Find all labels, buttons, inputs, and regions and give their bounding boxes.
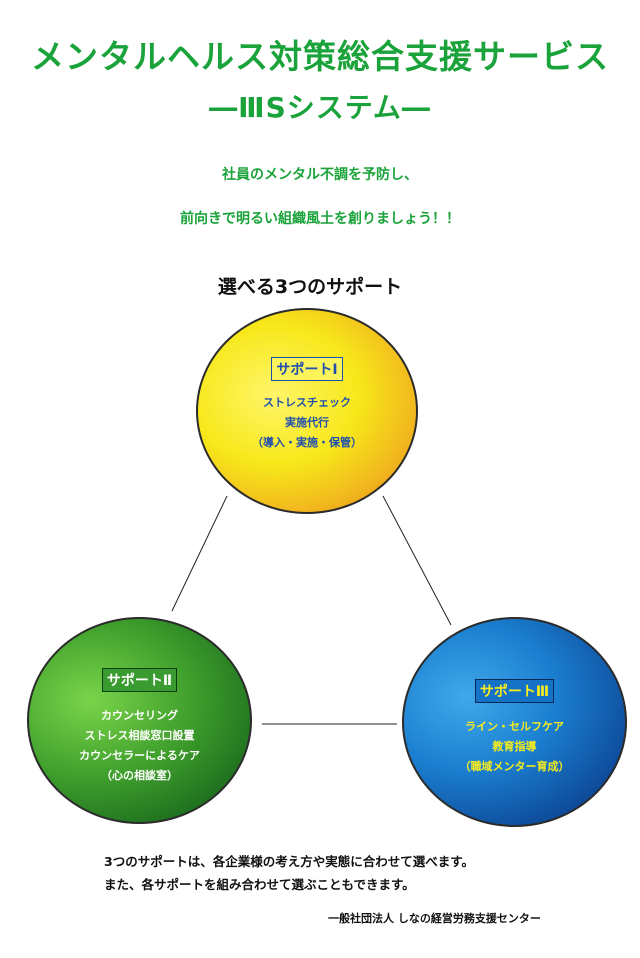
page-title: メンタルヘルス対策総合支援サービス xyxy=(31,37,609,76)
support-2-line: カウンセラーによるケア xyxy=(79,749,200,762)
footer-line-1: 3つのサポートは、各企業様の考え方や実態に合わせて選べます。 xyxy=(104,854,474,869)
support-3-label: サポートⅢ xyxy=(474,679,555,703)
connector-line-1-2 xyxy=(171,495,228,612)
support-2-line: ストレス相談窓口設置 xyxy=(84,729,195,742)
support-2-line: カウンセリング xyxy=(101,709,178,722)
support-1-line: ストレスチェック xyxy=(263,396,351,409)
organization-name: 一般社団法人 しなの経営労務支援センター xyxy=(328,912,541,925)
footer-text: 3つのサポートは、各企業様の考え方や実態に合わせて選べます。 また、各サポートを… xyxy=(104,850,474,896)
support-1-line: 実施代行 xyxy=(285,416,329,429)
support-3-circle: サポートⅢ ライン・セルフケア 教育指導 （職域メンター育成） xyxy=(402,617,627,827)
support-2-label: サポートⅡ xyxy=(101,668,178,692)
support-3-description: ライン・セルフケア 教育指導 （職域メンター育成） xyxy=(404,717,625,777)
support-2-line: （心の相談室） xyxy=(101,769,178,782)
support-1-label: サポートⅠ xyxy=(271,357,343,381)
support-2-description: カウンセリング ストレス相談窓口設置 カウンセラーによるケア （心の相談室） xyxy=(29,706,250,786)
support-3-line: 教育指導 xyxy=(492,740,537,753)
support-2-circle: サポートⅡ カウンセリング ストレス相談窓口設置 カウンセラーによるケア （心の… xyxy=(27,617,252,824)
support-1-circle: サポートⅠ ストレスチェック 実施代行 （導入・実施・保管） xyxy=(196,308,418,514)
support-1-description: ストレスチェック 実施代行 （導入・実施・保管） xyxy=(198,393,416,453)
footer-line-2: また、各サポートを組み合わせて選ぶこともできます。 xyxy=(104,877,415,892)
slogan-line-2: 前向きで明るい組織風土を創りましょう！！ xyxy=(180,211,460,227)
connector-line-1-3 xyxy=(382,495,452,626)
page-subtitle: ―ⅢSシステム― xyxy=(209,91,431,124)
support-3-line: ライン・セルフケア xyxy=(465,720,564,733)
section-heading: 選べる3つのサポート xyxy=(217,276,403,298)
support-1-line: （導入・実施・保管） xyxy=(252,436,362,449)
support-3-line: （職域メンター育成） xyxy=(459,760,570,773)
slogan-line-1: 社員のメンタル不調を予防し、 xyxy=(222,167,418,183)
